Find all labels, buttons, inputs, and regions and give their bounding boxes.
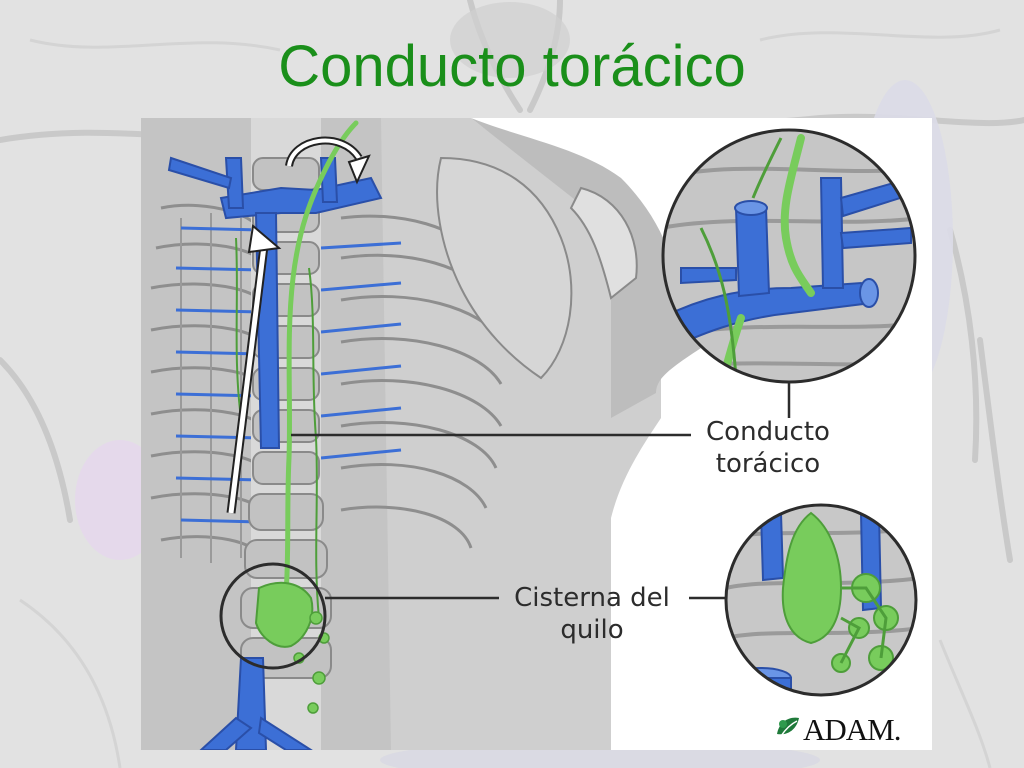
logo-text: ADAM. [803, 712, 901, 747]
slide-title: Conducto torácico [278, 34, 746, 99]
inset-junction [661, 128, 917, 384]
adam-logo: ADAM. [773, 712, 932, 747]
leaf-logo-icon [777, 717, 799, 737]
anatomy-drawing [141, 118, 932, 750]
flow-arrow-curved [285, 136, 371, 185]
flow-arrow-up [226, 224, 282, 514]
label-thoracic-duct: Conducto torácico [706, 417, 830, 479]
label-cisterna-chyli: Cisterna del quilo [514, 583, 670, 645]
anatomy-illustration: Conducto torácico Cisterna del quilo ADA… [141, 118, 932, 750]
